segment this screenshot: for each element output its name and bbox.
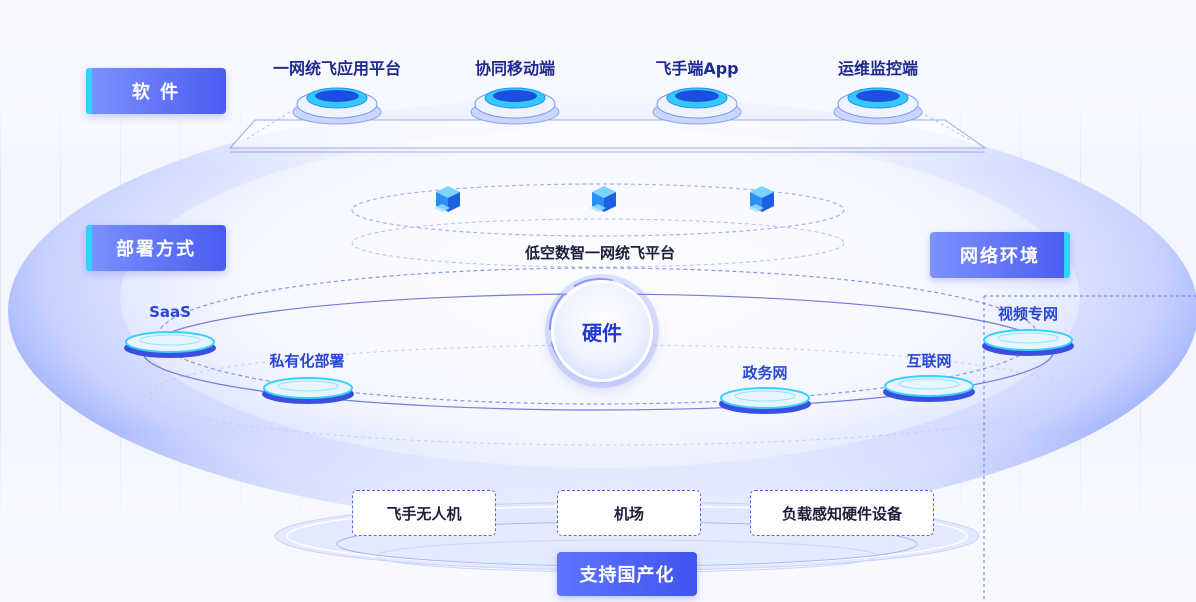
- platform-title: 低空数智一网统飞平台: [524, 244, 675, 262]
- hardware-center: 硬件: [551, 280, 653, 382]
- hardware-item-drone: 飞手无人机: [352, 490, 496, 536]
- network-item-internet-label: 互联网: [906, 352, 952, 370]
- disc-icon: [982, 329, 1074, 356]
- software-item-pilot-app-title: 飞手端App: [655, 59, 739, 78]
- software-label: 软 件: [86, 68, 226, 114]
- network-item-gov-label: 政务网: [742, 364, 788, 382]
- deployment-item-private-label: 私有化部署: [269, 352, 345, 370]
- disc-icon: [124, 331, 216, 358]
- hardware-center-label: 硬件: [582, 320, 622, 345]
- software-item-platform-title: 一网统飞应用平台: [272, 59, 401, 78]
- device-icon: [292, 87, 382, 125]
- device-icon: [470, 87, 560, 125]
- disc-icon: [719, 387, 811, 414]
- cube-icon: [434, 186, 460, 212]
- device-icon: [833, 87, 923, 125]
- network-label: 网络环境: [930, 232, 1070, 278]
- software-item-ops-title: 运维监控端: [837, 59, 918, 78]
- device-icon: [652, 87, 742, 125]
- deployment-item-saas-label: SaaS: [149, 303, 191, 321]
- disc-icon: [262, 377, 354, 404]
- domestic-support-label: 支持国产化: [557, 552, 697, 596]
- disc-icon: [883, 375, 975, 402]
- software-item-mobile-title: 协同移动端: [474, 59, 555, 78]
- cube-icon: [590, 186, 616, 212]
- hardware-item-payload: 负载感知硬件设备: [750, 490, 934, 536]
- network-item-video-label: 视频专网: [997, 305, 1058, 323]
- cube-icon: [748, 186, 774, 212]
- deployment-label: 部署方式: [86, 225, 226, 271]
- hardware-item-airport: 机场: [557, 490, 701, 536]
